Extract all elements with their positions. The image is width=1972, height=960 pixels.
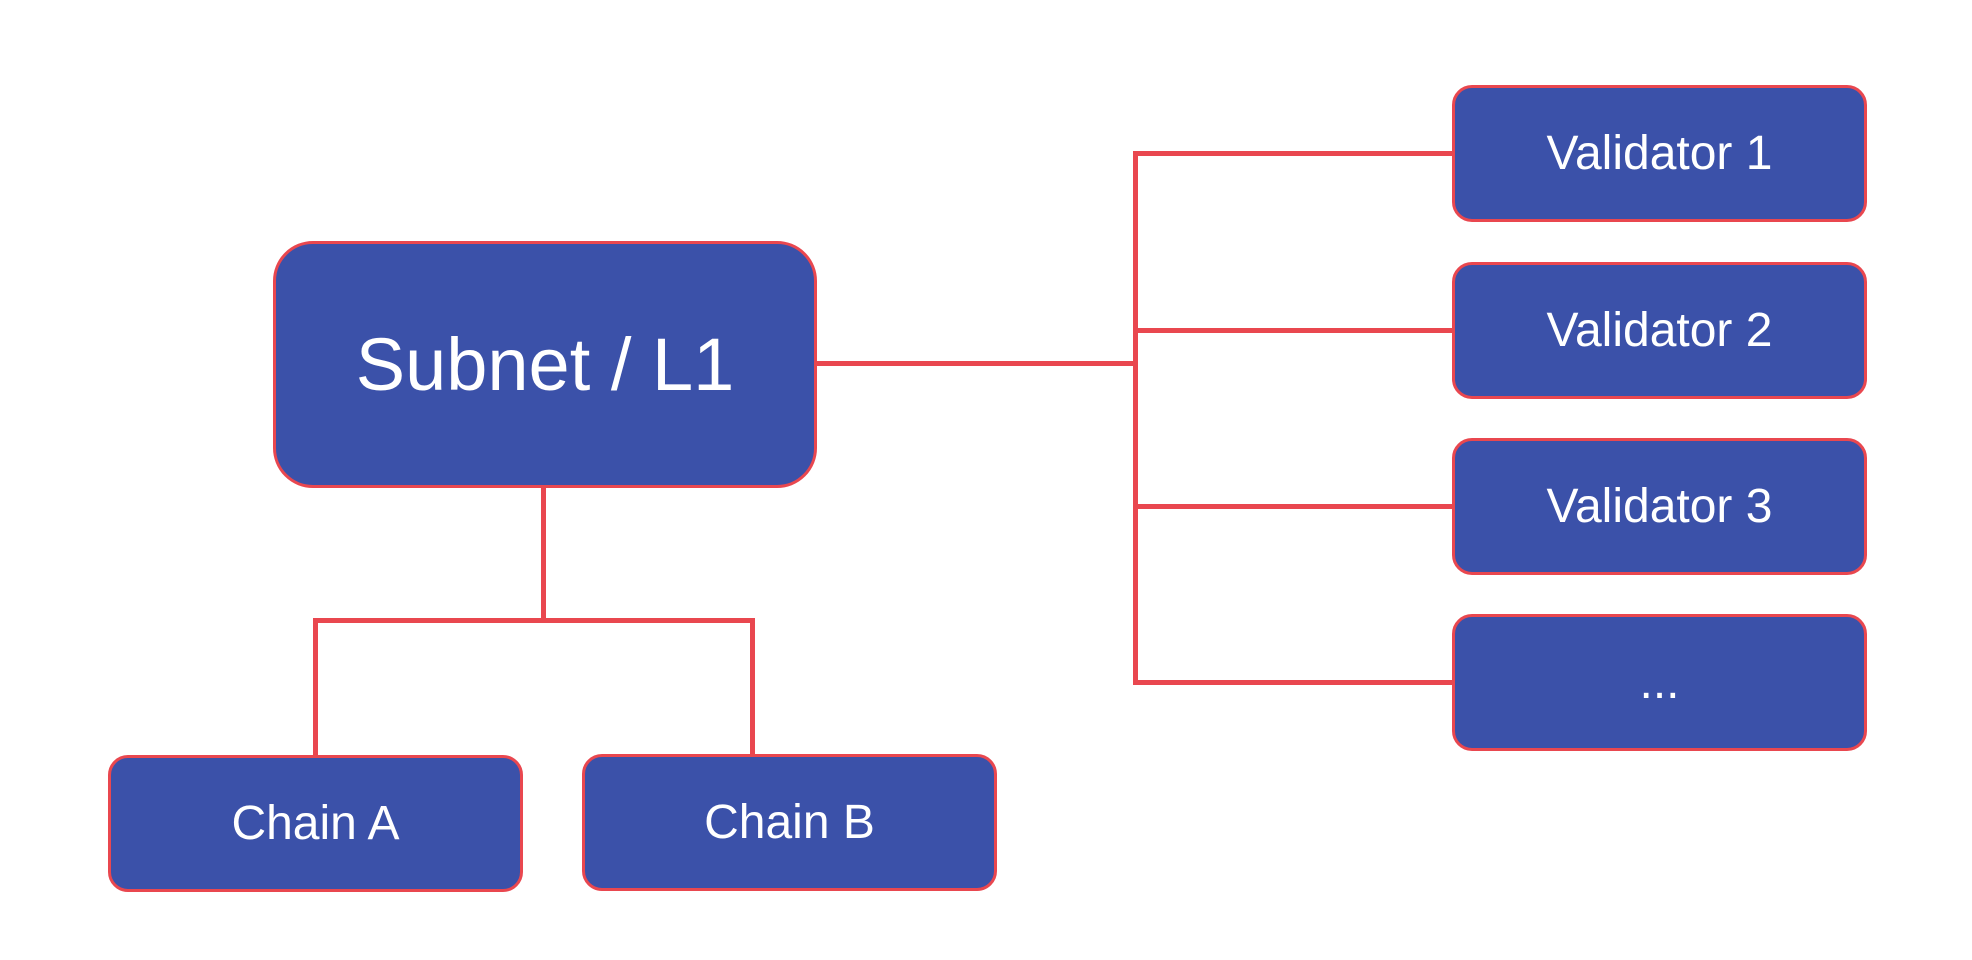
chain-b-label: Chain B [704, 795, 875, 849]
connector-drop-chain-b [750, 621, 755, 757]
subnet-l1-label: Subnet / L1 [355, 322, 735, 406]
connector-branch-validator-3 [1137, 504, 1452, 509]
connector-validator-trunk [1133, 151, 1138, 685]
connector-branch-validator-2 [1137, 328, 1452, 333]
chain-b-node: Chain B [582, 754, 997, 891]
validator-2-node: Validator 2 [1452, 262, 1867, 399]
connector-root-to-trunk [817, 361, 1138, 366]
validator-2-label: Validator 2 [1546, 303, 1773, 357]
chain-a-node: Chain A [108, 755, 523, 892]
chain-a-label: Chain A [231, 796, 400, 850]
validator-more-label: ... [1639, 655, 1680, 709]
subnet-l1-node: Subnet / L1 [273, 241, 817, 488]
connector-chain-split [313, 618, 755, 623]
validator-3-node: Validator 3 [1452, 438, 1867, 575]
validator-more-node: ... [1452, 614, 1867, 751]
connector-branch-validator-1 [1137, 151, 1452, 156]
validator-1-label: Validator 1 [1546, 126, 1773, 180]
validator-3-label: Validator 3 [1546, 479, 1773, 533]
validator-1-node: Validator 1 [1452, 85, 1867, 222]
connector-drop-chain-a [313, 621, 318, 758]
connector-branch-validator-more [1137, 680, 1452, 685]
connector-root-down [541, 486, 546, 622]
